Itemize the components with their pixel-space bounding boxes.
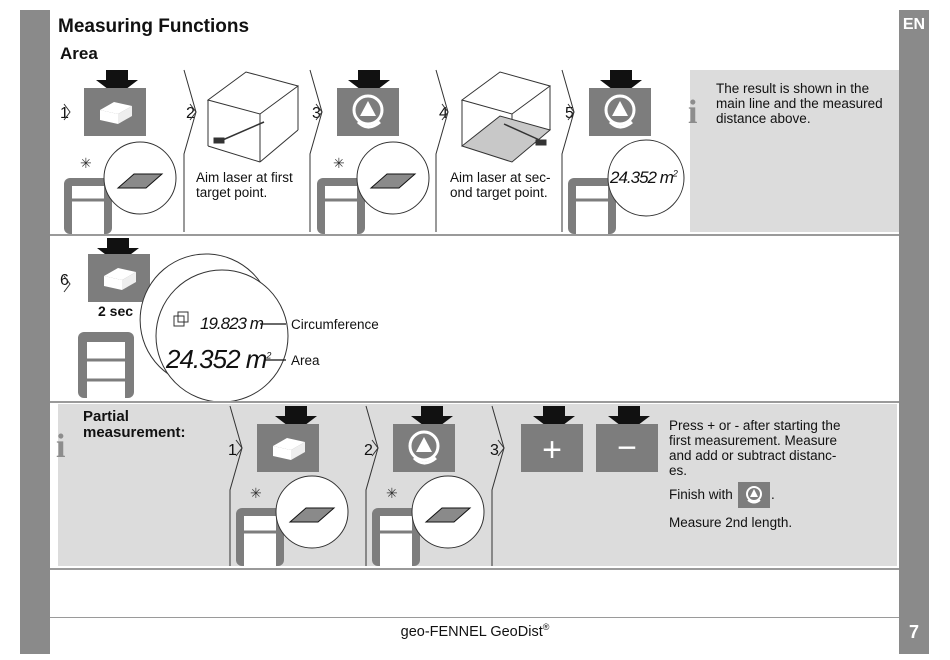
step-number-4: 4 [439, 105, 448, 122]
device-icon: ✳ [317, 141, 430, 234]
finish-with-text: Finish with [669, 487, 733, 502]
finish-with-period: . [771, 487, 775, 502]
circumference-value: 19.823 m [200, 314, 264, 333]
page-title: Measuring Functions [58, 16, 250, 37]
hold-duration: 2 sec [98, 303, 134, 319]
row1-illustrations: ✳ ✳ [63, 69, 685, 234]
section-title: Area [60, 44, 98, 63]
device-icon: ✳ [372, 475, 485, 566]
svg-text:✳: ✳ [80, 155, 92, 171]
step-separator [309, 69, 323, 232]
row-divider [50, 568, 899, 570]
svg-text:✳: ✳ [333, 155, 345, 171]
step-separator [183, 69, 197, 232]
step-separator [435, 69, 449, 232]
partial-step-1: 1 [228, 442, 237, 459]
step4-caption: Aim laser at sec-ond target point. [450, 170, 551, 200]
row-divider [50, 401, 899, 403]
step5-display-value: 24.352 m2 [610, 168, 678, 187]
minus-symbol: − [617, 428, 637, 467]
svg-text:✳: ✳ [386, 485, 398, 501]
step-number-2: 2 [186, 105, 195, 122]
area-button-icon [84, 70, 146, 136]
measure-button-icon [393, 406, 455, 472]
right-margin-bar [899, 10, 929, 654]
info-icon: i [56, 428, 66, 465]
info-icon: i [688, 94, 698, 131]
step-number-3: 3 [312, 105, 321, 122]
row-divider [50, 234, 899, 236]
measure-button-icon [589, 70, 651, 136]
area-value: 24.352 m2 [166, 344, 271, 374]
room-diagram-icon [206, 71, 300, 163]
partial-step-3: 3 [490, 442, 499, 459]
info-panel [690, 70, 899, 232]
device-icon: ✳ [64, 141, 177, 234]
area-button-icon [88, 238, 150, 302]
minus-button-icon [596, 406, 658, 472]
measure-second-length-text: Measure 2nd length. [669, 515, 793, 530]
device-icon: ✳ [236, 475, 349, 566]
partial-step-2: 2 [364, 442, 373, 459]
row2-illustrations [63, 238, 289, 401]
svg-text:✳: ✳ [250, 485, 262, 501]
measure-button-icon [337, 70, 399, 136]
measure-button-small-icon [738, 482, 770, 508]
circumference-icon [173, 311, 189, 327]
device-icon [568, 139, 685, 234]
device-icon [78, 332, 134, 398]
step-separator [561, 69, 575, 232]
plus-symbol: + [542, 430, 562, 469]
room-floor-diagram-icon [460, 71, 552, 163]
footer-divider [50, 617, 899, 618]
step-number-5: 5 [565, 105, 574, 122]
footer-brand: geo-FENNEL GeoDist® [400, 622, 550, 640]
language-tag: EN [902, 16, 926, 33]
step-number-6: 6 [60, 272, 69, 289]
row3-illustrations: ✳ ✳ [229, 405, 658, 566]
page-number: 7 [908, 621, 919, 642]
plus-button-icon [521, 406, 583, 472]
step-number-1: 1 [60, 105, 69, 122]
left-margin-bar [20, 10, 50, 654]
area-label: Area [291, 353, 320, 368]
circumference-label: Circumference [291, 317, 379, 332]
area-button-icon [257, 406, 319, 472]
